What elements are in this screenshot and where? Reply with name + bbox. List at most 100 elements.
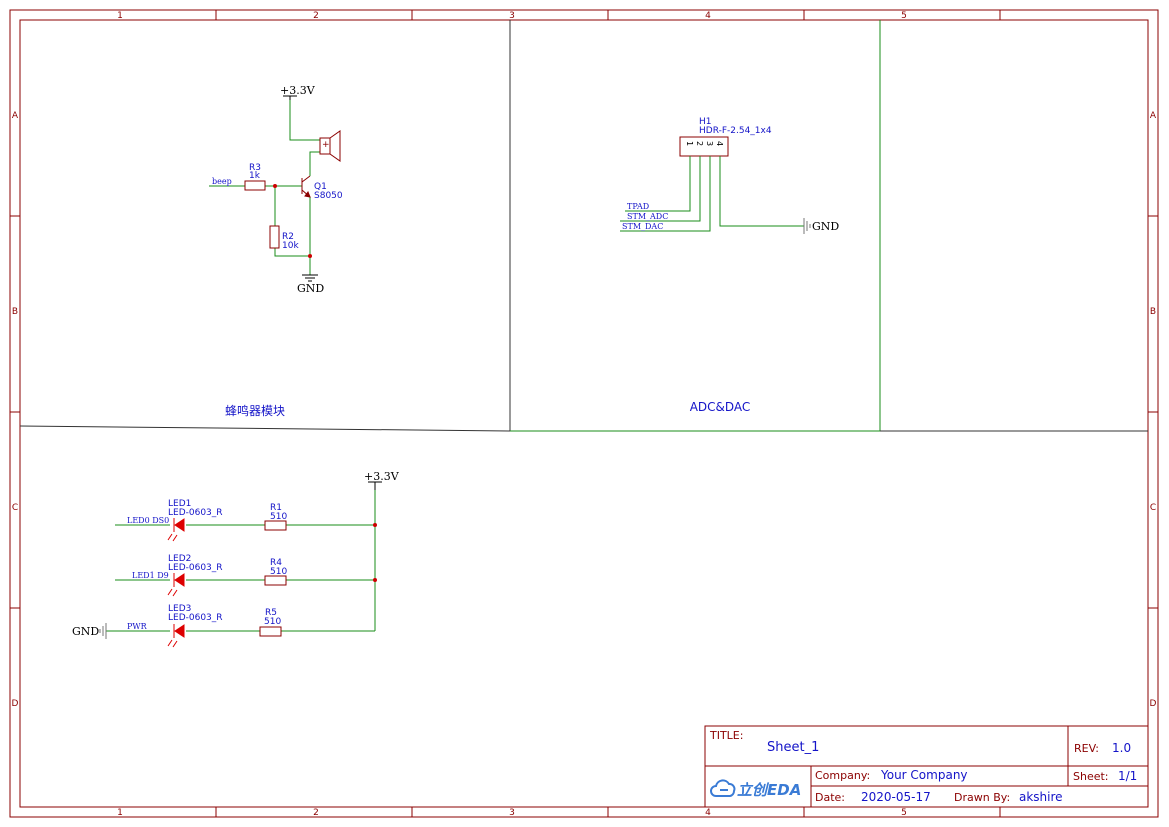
net-label-led1: LED1 D9: [132, 571, 169, 580]
adc-region-title: ADC&DAC: [690, 400, 751, 414]
h1-value: HDR-F-2.54_1x4: [699, 126, 772, 136]
row-label-left-d: D: [12, 699, 19, 709]
company-value: Your Company: [880, 768, 968, 782]
junction-dot: [373, 578, 377, 582]
sheet-value: 1/1: [1118, 769, 1137, 783]
gnd-symbol-buzzer: [302, 274, 318, 282]
buzzer-circuit: +3.3V + Q1 S8050 R3 1k R2 10k beep: [209, 84, 343, 295]
led2-icon: [167, 573, 185, 597]
sheet-frame: [9, 9, 1159, 818]
col-label-bottom-4: 4: [705, 808, 711, 818]
rev-value: 1.0: [1112, 741, 1131, 755]
transistor-q1-icon: [301, 175, 311, 198]
r3-ref: R3: [249, 163, 261, 173]
drawn-by-label: Drawn By:: [954, 791, 1010, 804]
led3-ref: LED3: [168, 604, 191, 614]
r2-ref: R2: [282, 232, 294, 242]
r5-ref: R5: [265, 608, 277, 618]
vcc-label-led: +3.3V: [364, 470, 400, 483]
sheet-title: Sheet_1: [767, 740, 819, 755]
header-h1: H1 HDR-F-2.54_1x4 1 2 3 4 TPAD STM_ADC S…: [620, 117, 839, 234]
col-label-top-1: 1: [117, 11, 123, 21]
row-label-left-a: A: [12, 111, 19, 121]
row-label-left-b: B: [12, 307, 18, 317]
h1-ref: H1: [699, 117, 712, 127]
speaker-icon: +: [319, 130, 341, 162]
header-pin-3: 3: [705, 141, 714, 146]
header-wires: [620, 156, 804, 232]
row-label-right-a: A: [1150, 111, 1157, 121]
resistor-r4: [264, 575, 287, 586]
row-label-right-b: B: [1150, 307, 1156, 317]
header-pin-1: 1: [685, 141, 694, 146]
net-label-tpad: TPAD: [627, 202, 649, 211]
logo-text: 立创EDA: [737, 781, 801, 799]
vcc-symbol-buzzer: +3.3V: [280, 84, 316, 100]
title-block-text: TITLE: Sheet_1 REV: 1.0 Company: Your Co…: [709, 729, 1137, 804]
row-label-right-d: D: [1150, 699, 1157, 709]
header-body: [679, 136, 729, 157]
company-label: Company:: [815, 769, 870, 782]
resistor-r5: [259, 626, 282, 637]
rev-label: REV:: [1074, 742, 1099, 755]
q1-value: S8050: [314, 191, 343, 201]
led1-ref: LED1: [168, 499, 191, 509]
q1-ref: Q1: [314, 182, 327, 192]
gnd-symbol-led: [99, 623, 107, 639]
led2-ref: LED2: [168, 554, 191, 564]
gnd-label-buzzer: GND: [297, 282, 324, 295]
led1-icon: [167, 518, 185, 542]
col-label-bottom-5: 5: [901, 808, 907, 818]
r4-ref: R4: [270, 558, 282, 568]
speaker-plus-label: +: [322, 140, 330, 150]
col-label-bottom-2: 2: [313, 808, 319, 818]
gnd-symbol-header: [803, 218, 811, 234]
col-label-bottom-3: 3: [509, 808, 515, 818]
title-label: TITLE:: [709, 729, 743, 742]
drawn-by-value: akshire: [1019, 790, 1063, 804]
title-block: [704, 725, 1149, 808]
r1-ref: R1: [270, 503, 282, 513]
date-value: 2020-05-17: [861, 790, 931, 804]
r2-value: 10k: [282, 241, 299, 251]
net-label-beep: beep: [212, 177, 232, 186]
gnd-label-header: GND: [812, 220, 839, 233]
led3-value: LED-0603_R: [168, 613, 223, 623]
junction-dot: [308, 254, 312, 258]
date-label: Date:: [815, 791, 845, 804]
resistor-r1: [264, 520, 287, 531]
r5-value: 510: [264, 617, 281, 627]
net-label-stm-adc: STM_ADC: [627, 212, 668, 221]
resistor-r3: [244, 180, 266, 191]
frame-labels: 1 2 3 4 5 1 2 3 4 5 A B C D A B C D: [12, 11, 1157, 818]
junction-dot: [273, 184, 277, 188]
vcc-label-buzzer: +3.3V: [280, 84, 316, 97]
buzzer-wires: [209, 100, 320, 275]
led-circuit: +3.3V LED1 LED-0603_R LED0 DS0 R1 51: [72, 470, 400, 648]
led2-value: LED-0603_R: [168, 563, 223, 573]
r1-value: 510: [270, 512, 287, 522]
net-label-led0: LED0 DS0: [127, 516, 169, 525]
led-wires: [106, 490, 376, 632]
sheet-label: Sheet:: [1073, 770, 1109, 783]
header-pin-2: 2: [695, 141, 704, 146]
net-label-stm-dac: STM_DAC: [622, 222, 663, 231]
net-label-pwr: PWR: [127, 622, 148, 631]
col-label-top-3: 3: [509, 11, 515, 21]
col-label-top-4: 4: [705, 11, 711, 21]
region-dividers: [19, 20, 1148, 432]
resistor-r2: [269, 225, 280, 249]
junction-dot: [373, 523, 377, 527]
cloud-icon: [710, 779, 736, 797]
col-label-top-5: 5: [901, 11, 907, 21]
row-label-right-c: C: [1150, 503, 1156, 513]
buzzer-region-title: 蜂鸣器模块: [225, 403, 285, 418]
eda-logo: 立创EDA: [710, 779, 801, 799]
r3-value: 1k: [249, 171, 261, 181]
header-pin-4: 4: [715, 141, 724, 146]
gnd-label-led: GND: [72, 625, 99, 638]
led1-value: LED-0603_R: [168, 508, 223, 518]
col-label-bottom-1: 1: [117, 808, 123, 818]
col-label-top-2: 2: [313, 11, 319, 21]
